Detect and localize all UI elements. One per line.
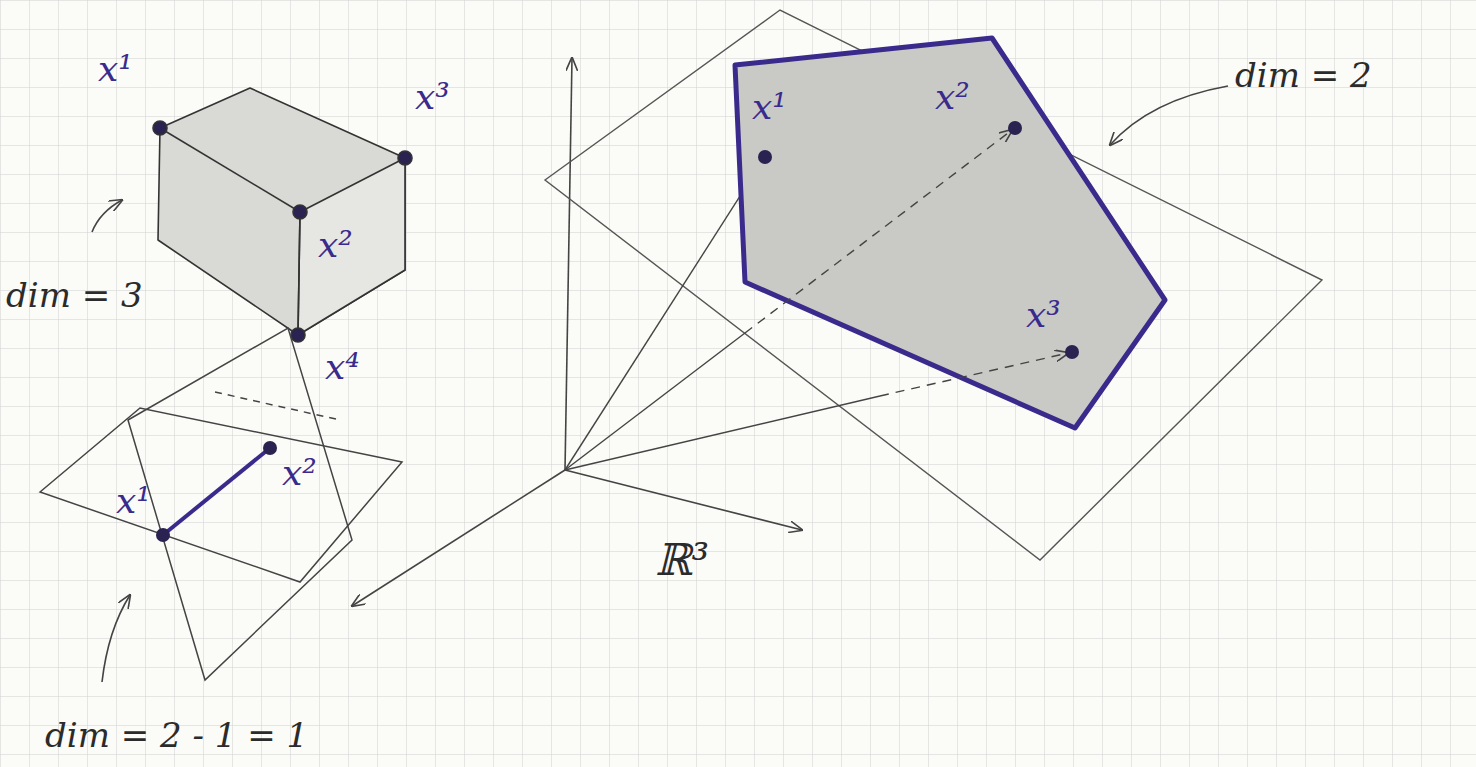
point-label: x¹ [116,480,151,521]
polytope [735,38,1165,428]
vertex-dot [293,205,307,219]
point-label: x² [282,452,317,493]
dimension-note: dim = 2 - 1 = 1 [45,716,308,755]
axis [565,470,802,530]
affine-plane [545,10,1322,560]
axes [352,58,802,606]
vector [565,157,765,470]
pointer-arrow [1110,86,1228,145]
point-label: x² [318,224,353,265]
plane [545,10,1322,560]
point-dot [758,150,772,164]
point-dot [156,528,170,542]
vector [565,396,880,470]
cube-face [298,158,405,335]
vertex-dot [398,151,412,165]
vertex-dot [291,328,305,342]
axis [565,58,572,470]
plane [128,328,352,680]
pointer-arrow [102,595,130,682]
point-dot [1008,121,1022,135]
point-label: x² [935,76,970,117]
cube-body [158,88,405,335]
point-label: x¹ [752,86,787,127]
cube-edge [298,212,300,335]
plane [40,408,402,582]
dimension-note: dim = 2 [1235,56,1372,95]
segment [163,448,270,535]
point-label: x¹ [98,48,133,89]
intersecting-planes [40,328,402,680]
dimension-note: dim = 3 [6,276,143,315]
point-dot [263,441,277,455]
point-label: x⁴ [325,346,360,387]
space-label: ℝ³ [655,535,709,586]
vertex-dot [153,121,167,135]
vector [880,353,1068,396]
vector [745,130,1012,333]
hidden-edge [215,392,340,420]
point-dot [1065,345,1079,359]
axis [352,470,565,606]
point-label: x³ [415,76,450,117]
cube [153,88,412,342]
point-label: x³ [1026,294,1061,335]
pointer-arrow [92,200,122,232]
cube-edge [160,128,300,212]
